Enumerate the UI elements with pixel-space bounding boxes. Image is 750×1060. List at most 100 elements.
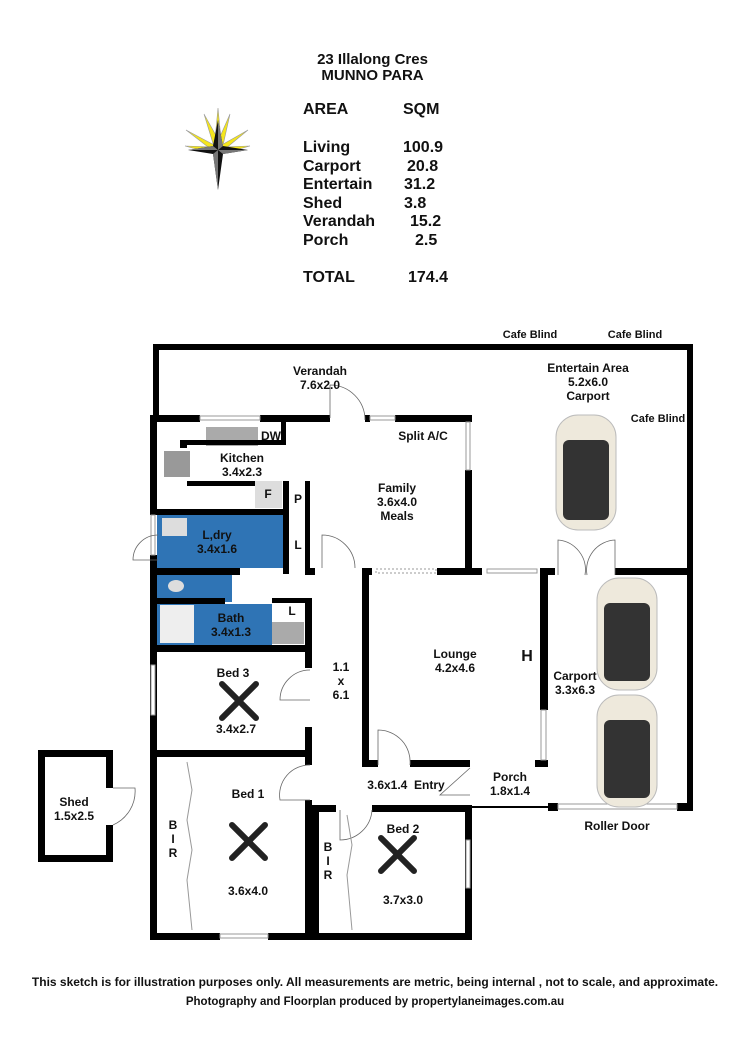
room-name: L,dry: [202, 528, 232, 542]
total-sqm: 174.4: [408, 269, 449, 286]
hall-dim: 6.1: [332, 688, 350, 702]
area-row: Living 100.9: [303, 139, 443, 158]
car-icon: [596, 577, 658, 691]
room-name: Porch: [492, 770, 528, 784]
room-size: 3.4x1.3: [210, 625, 252, 639]
compass-icon: [184, 107, 251, 190]
area-sqm: 31.2: [404, 176, 436, 194]
room-size: 5.2x6.0: [567, 375, 609, 389]
dishwasher-label: DW: [261, 429, 281, 443]
room-bed1-size: 3.6x4.0: [227, 884, 269, 898]
fridge-icon: [255, 481, 282, 508]
area-sqm: 15.2: [410, 213, 442, 231]
cafe-blind-label: Cafe Blind: [607, 329, 663, 341]
cafe-blind-label: Cafe Blind: [630, 413, 686, 425]
area-row: Porch 2.5: [303, 232, 443, 251]
room-size: 3.4x2.3: [221, 465, 263, 479]
room-sub: Meals: [380, 509, 414, 523]
room-name: Bath: [217, 611, 245, 625]
ceiling-fan-icon: [219, 681, 417, 874]
door-swings: [112, 384, 616, 841]
credit: Photography and Floorplan produced by pr…: [185, 996, 565, 1008]
area-name: Living: [303, 139, 351, 156]
shower-icon: [272, 622, 304, 644]
room-size: 7.6x2.0: [299, 378, 341, 392]
total-label: TOTAL: [303, 269, 355, 286]
room-name: Entertain Area: [547, 361, 629, 375]
linen-label: L: [294, 538, 302, 552]
bir-letter: B: [168, 818, 178, 832]
car-icon: [555, 414, 617, 531]
bir-letter: I: [326, 854, 330, 868]
built-in-robes: [186, 761, 353, 931]
area-column-header: AREA: [303, 101, 349, 118]
area-name: Entertain: [303, 176, 373, 194]
area-sqm: 2.5: [415, 231, 438, 249]
cafe-blind-label: Cafe Blind: [502, 329, 558, 341]
room-entry: 3.6x1.4 Entry: [367, 778, 445, 792]
fridge-label: F: [264, 487, 272, 501]
room-size: 1.5x2.5: [53, 809, 95, 823]
area-sqm: 20.8: [407, 157, 439, 175]
area-table: Living 100.9 Carport 20.8 Entertain 31.2 Sh…: [303, 139, 443, 251]
address-line1: 23 Illalong Cres: [317, 51, 428, 68]
linen-label: L: [288, 604, 296, 618]
area-row: Entertain 31.2: [303, 176, 443, 195]
room-sub: Carport: [566, 389, 610, 403]
room-bed1-name: Bed 1: [231, 787, 265, 801]
hall-dim: x: [337, 674, 345, 688]
area-row: Carport 20.8: [303, 158, 443, 177]
area-sqm: 100.9: [403, 139, 444, 156]
room-size: 4.2x4.6: [434, 661, 476, 675]
split-ac-label: Split A/C: [398, 429, 448, 443]
address-line2: MUNNO PARA: [321, 67, 424, 84]
room-bed3-size: 3.4x2.7: [215, 722, 257, 736]
room-name: Shed: [59, 795, 89, 809]
heater-label: H: [521, 648, 533, 665]
bir-letter: R: [168, 846, 178, 860]
roller-door-label: Roller Door: [584, 819, 650, 833]
room-size: 3.3x6.3: [554, 683, 596, 697]
room-bed2-size: 3.7x3.0: [382, 893, 424, 907]
bathtub-icon: [160, 605, 194, 643]
bir-letter: I: [171, 832, 175, 846]
cooktop-icon: [164, 451, 190, 477]
area-row: Verandah 15.2: [303, 213, 443, 232]
toilet-floor: [157, 575, 232, 602]
room-size: 1.8x1.4: [489, 784, 531, 798]
area-name: Porch: [303, 231, 349, 249]
pantry-label: P: [293, 492, 303, 506]
toilet-icon: [168, 580, 184, 592]
sqm-column-header: SQM: [403, 101, 440, 118]
area-name: Verandah: [303, 213, 376, 231]
area-name: Carport: [303, 157, 361, 175]
room-name: Kitchen: [219, 451, 265, 465]
room-bed2-name: Bed 2: [386, 822, 420, 836]
room-name: Verandah: [292, 364, 348, 378]
room-bed3-name: Bed 3: [216, 666, 250, 680]
room-name: Family: [377, 481, 417, 495]
area-name: Shed: [303, 194, 343, 212]
bir-letter: B: [323, 840, 333, 854]
hall-dim: 1.1: [332, 660, 350, 674]
disclaimer: This sketch is for illustration purposes…: [31, 975, 719, 989]
bir-letter: R: [323, 868, 333, 882]
room-size: 3.4x1.6: [196, 542, 238, 556]
room-name: Carport: [553, 669, 597, 683]
car-icon: [596, 694, 658, 808]
